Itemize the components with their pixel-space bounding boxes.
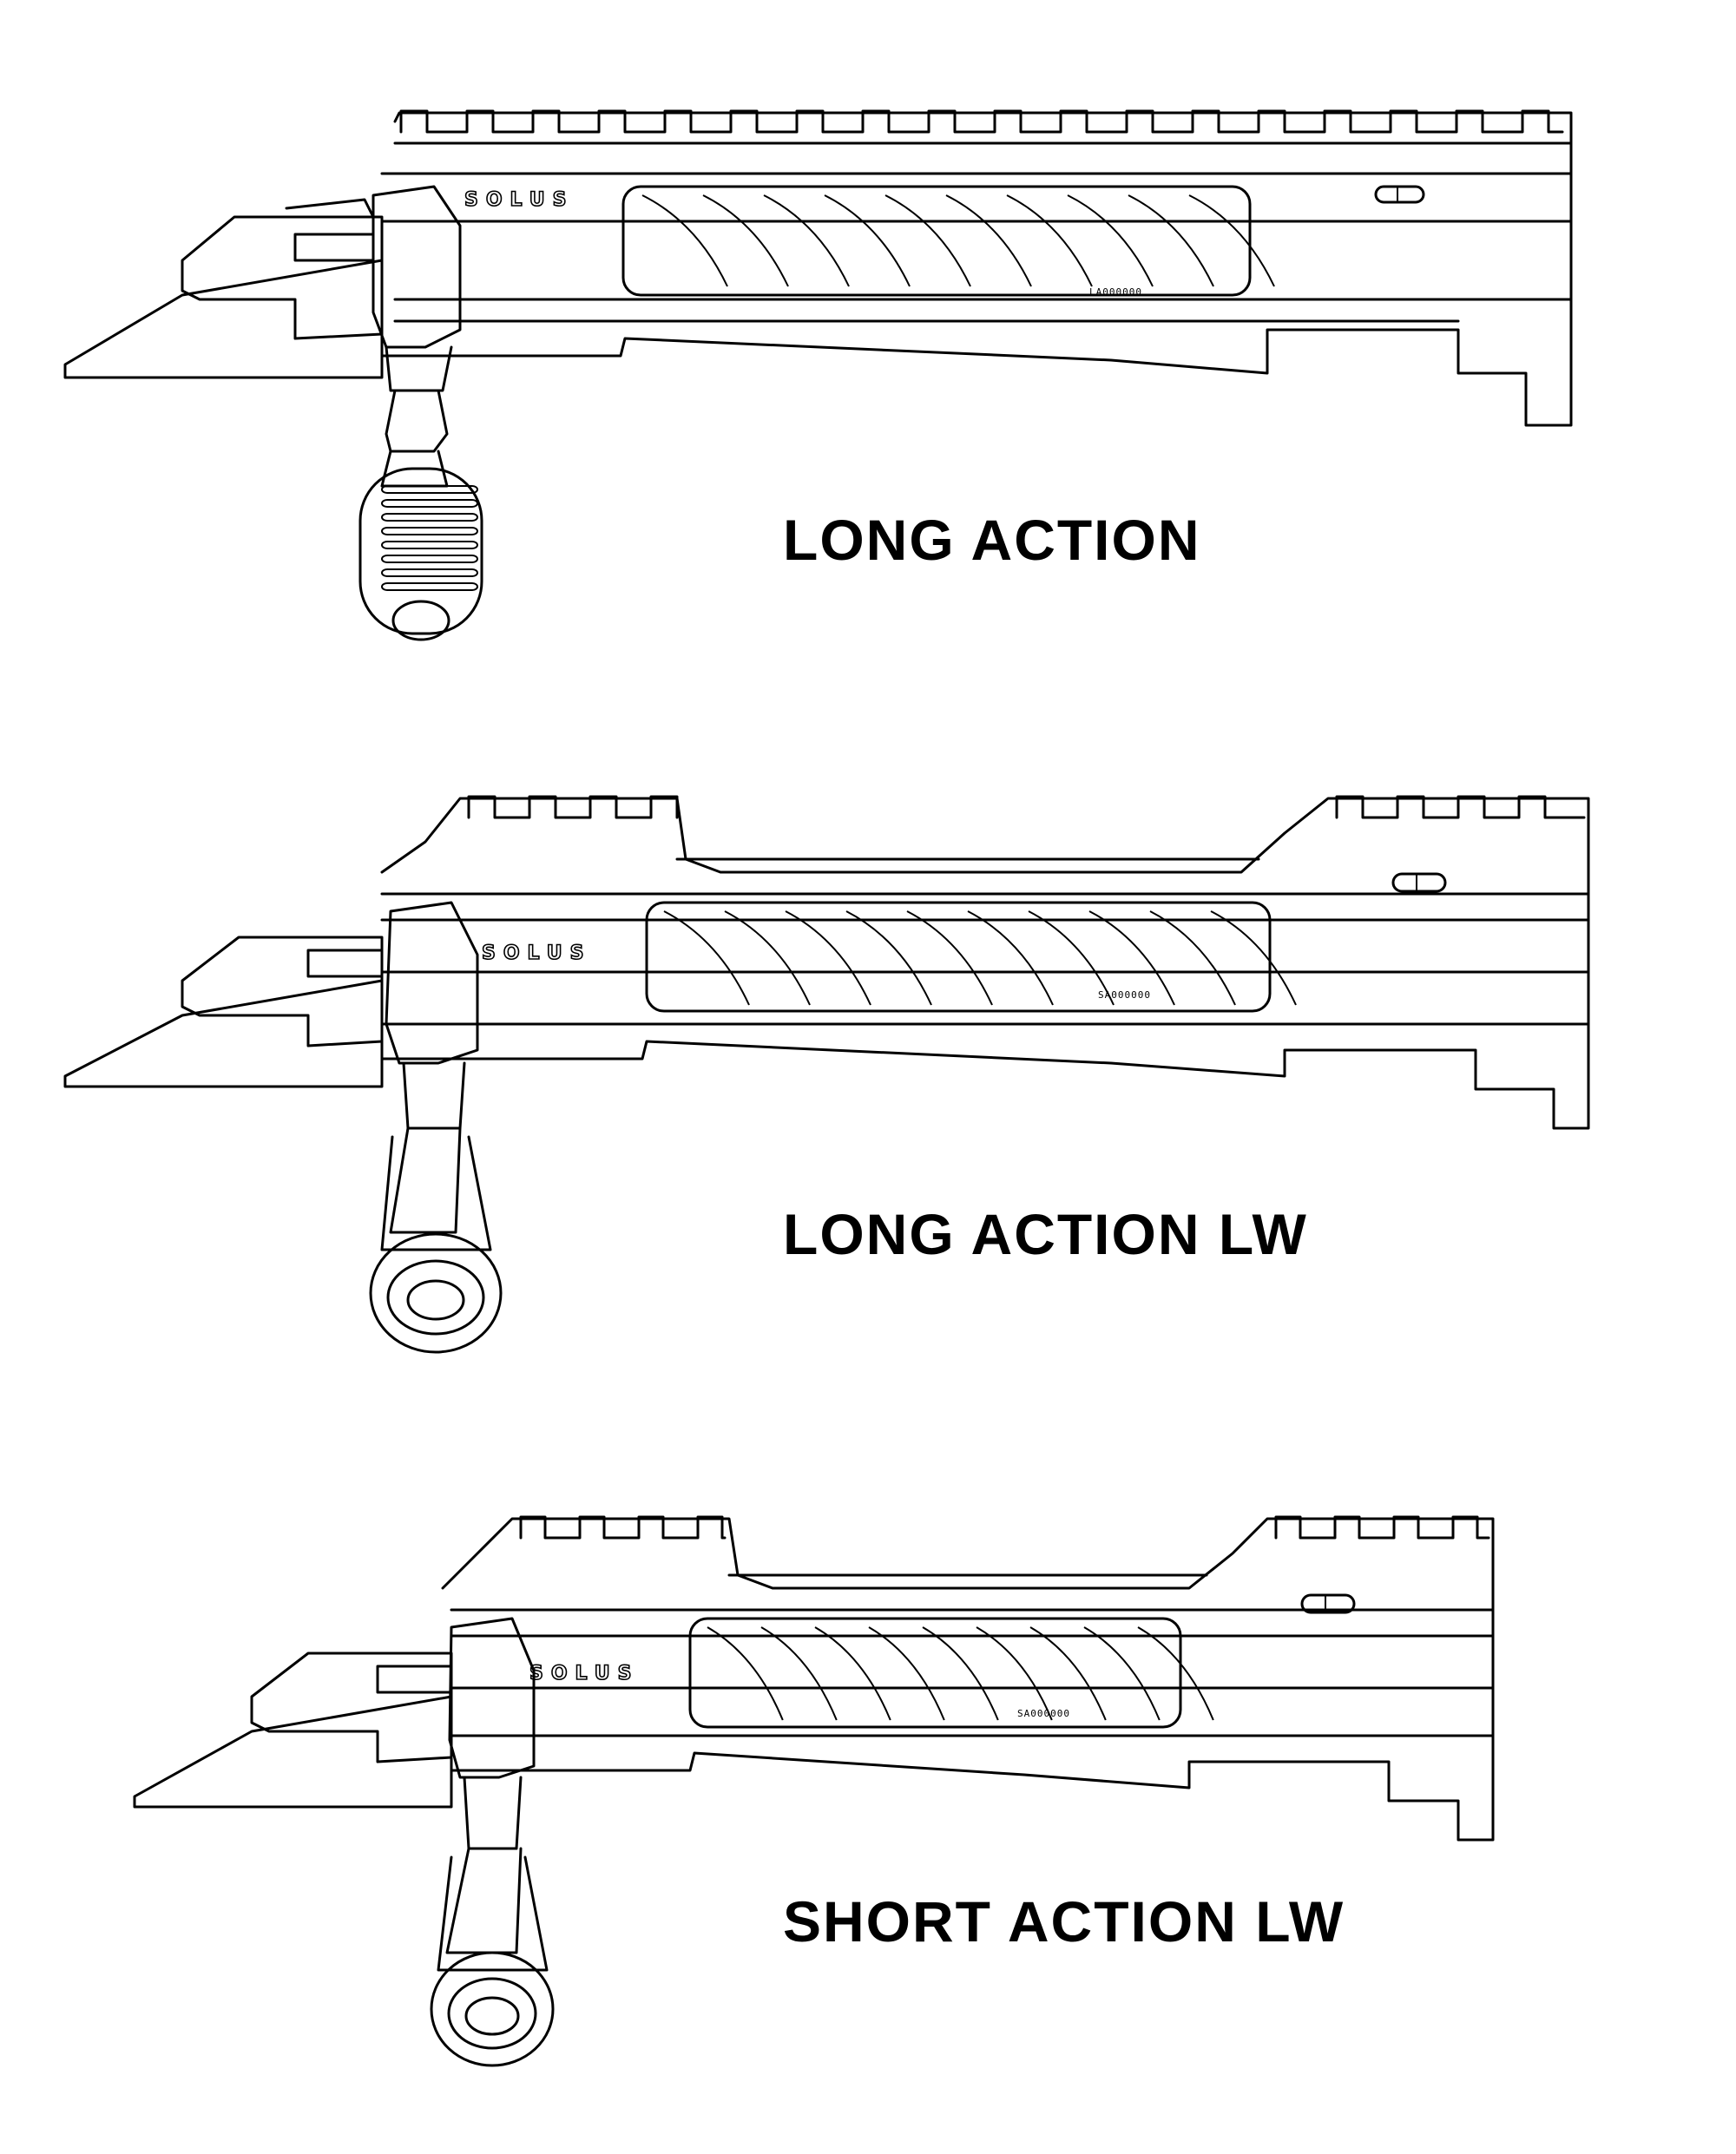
bolt-flute: [824, 194, 911, 287]
bolt-flute: [884, 194, 971, 287]
bolt-flute: [785, 910, 871, 1006]
bolt-window: [645, 901, 1297, 1013]
serial-number: SA000000: [1017, 1708, 1070, 1719]
bolt-flutes: [707, 1626, 1214, 1721]
grip-groove: [381, 499, 478, 508]
bolt-flute: [1210, 910, 1297, 1006]
bolt-shroud: [63, 198, 384, 379]
rail-teeth: [1335, 795, 1586, 819]
bolt-flute: [1137, 1626, 1214, 1721]
action-figure-long: SOLUS LA000000 LONG ACTION: [0, 0, 1736, 677]
brand-logo: SOLUS: [529, 1663, 640, 1684]
bolt-flute: [1083, 1626, 1161, 1721]
bolt-flute: [845, 910, 932, 1006]
bolt-flute: [707, 1626, 784, 1721]
bolt-knob: [358, 467, 483, 635]
short-action-lw-drawing: SOLUS SA000000: [133, 1515, 1495, 2067]
bolt-flute: [641, 194, 728, 287]
picatinny-rail-rear: [467, 795, 679, 819]
long-action-lw-drawing: SOLUS SA000000: [63, 795, 1590, 1354]
bolt-flute: [1006, 194, 1093, 287]
bolt-flute: [922, 1626, 999, 1721]
long-action-drawing: SOLUS LA000000: [63, 109, 1573, 641]
bolt-flute: [906, 910, 993, 1006]
caption-long-action: LONG ACTION: [783, 508, 1201, 572]
serial-number: SA000000: [1098, 989, 1151, 1001]
bolt-window: [688, 1617, 1214, 1729]
bolt-flutes: [641, 194, 1275, 287]
rail-teeth: [1274, 1515, 1490, 1540]
bolt-knob-end: [464, 1996, 520, 2036]
grip-groove: [381, 527, 478, 535]
bolt-flutes: [663, 910, 1297, 1006]
bolt-knob-grip: [381, 485, 478, 591]
bolt-flute: [702, 194, 789, 287]
brand-logo: SOLUS: [464, 189, 575, 211]
action-figure-long-lw: SOLUS SA000000 LONG ACTION LW: [0, 764, 1736, 1458]
bolt-window: [621, 185, 1275, 297]
bolt-stop-slot: [1374, 185, 1425, 204]
bolt-knob-ring: [447, 1977, 537, 2050]
bolt-flute: [1028, 910, 1115, 1006]
bolt-flute: [1029, 1626, 1107, 1721]
picatinny-rail-rear: [519, 1515, 727, 1540]
bolt-flute: [663, 910, 750, 1006]
grip-groove: [381, 555, 478, 563]
bolt-knob: [369, 1232, 503, 1354]
bolt-knob: [430, 1951, 555, 2067]
picatinny-rail-front: [1335, 795, 1586, 819]
caption-short-action-lw: SHORT ACTION LW: [783, 1889, 1345, 1954]
bolt-flute: [1128, 194, 1214, 287]
grip-groove: [381, 485, 478, 494]
brand-logo: SOLUS: [482, 942, 592, 964]
grip-groove: [381, 568, 478, 577]
serial-number: LA000000: [1089, 286, 1142, 298]
bolt-flute: [1067, 194, 1154, 287]
bolt-flute: [976, 1626, 1053, 1721]
grip-groove: [381, 513, 478, 522]
bolt-handle: [358, 185, 483, 641]
picatinny-rail: [399, 109, 1564, 134]
bolt-flute: [814, 1626, 891, 1721]
bolt-knob-end: [391, 600, 450, 641]
bolt-flute: [967, 910, 1054, 1006]
bolt-flute: [724, 910, 811, 1006]
bolt-flute: [1188, 194, 1275, 287]
bolt-shroud: [133, 1652, 453, 1809]
receiver-outline: [441, 1517, 1495, 1842]
bolt-handle: [369, 901, 503, 1354]
bolt-flute: [763, 194, 850, 287]
rail-teeth: [467, 795, 679, 819]
picatinny-rail-front: [1274, 1515, 1490, 1540]
bolt-flute: [1149, 910, 1236, 1006]
caption-long-action-lw: LONG ACTION LW: [783, 1202, 1308, 1266]
bolt-knob-ring: [386, 1259, 485, 1336]
grip-groove: [381, 582, 478, 591]
bolt-handle: [430, 1617, 555, 2067]
rail-teeth: [519, 1515, 727, 1540]
grip-groove: [381, 541, 478, 549]
rail-teeth: [399, 109, 1564, 134]
bolt-flute: [945, 194, 1032, 287]
bolt-shroud: [63, 936, 384, 1088]
bolt-flute: [868, 1626, 945, 1721]
bolt-stop-slot: [1300, 1593, 1356, 1614]
bolt-flute: [760, 1626, 838, 1721]
bolt-flute: [1088, 910, 1175, 1006]
receiver-outline: [380, 111, 1573, 427]
bolt-stop-slot: [1391, 872, 1447, 893]
receiver-outline: [380, 797, 1590, 1130]
action-figure-short-lw: SOLUS SA000000 SHORT ACTION LW: [0, 1501, 1736, 2154]
bolt-knob-end: [406, 1279, 465, 1321]
